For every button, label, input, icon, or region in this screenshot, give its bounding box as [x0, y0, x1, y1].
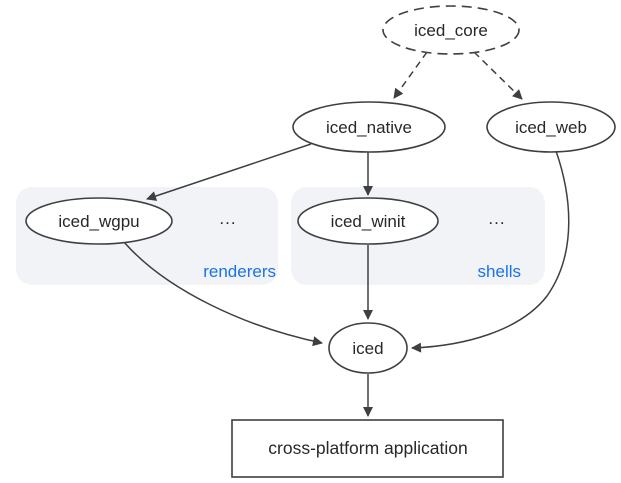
node-cross-platform-application-label: cross-platform application	[268, 438, 467, 458]
node-iced-web-label: iced_web	[515, 118, 587, 137]
node-iced-label: iced	[352, 339, 383, 358]
node-iced-core: iced_core	[382, 5, 520, 55]
node-iced-wgpu-label: iced_wgpu	[58, 212, 139, 231]
group-shells-label: shells	[478, 262, 521, 281]
edge-iced-web-to-iced	[411, 150, 570, 353]
group-renderers-ellipsis: ...	[219, 209, 236, 228]
node-iced-native-label: iced_native	[326, 118, 412, 137]
node-iced-native: iced_native	[292, 101, 446, 153]
node-iced-winit: iced_winit	[297, 197, 439, 245]
node-iced-ellipse	[328, 322, 408, 374]
node-iced-native-ellipse	[292, 101, 446, 153]
edge-iced-wgpu-to-iced	[123, 241, 323, 347]
group-shells-ellipsis: ...	[488, 209, 505, 228]
node-cross-platform-application-rect	[231, 419, 504, 478]
node-iced-winit-label: iced_winit	[331, 212, 406, 231]
edge-iced-core-to-iced-web	[473, 51, 523, 100]
node-iced-winit-ellipse	[297, 197, 439, 245]
node-iced: iced	[328, 322, 408, 374]
node-iced-web: iced_web	[486, 101, 616, 153]
node-iced-core-label: iced_core	[414, 21, 488, 40]
node-iced-core-ellipse	[382, 5, 520, 55]
edge-iced-native-to-iced-wgpu	[146, 143, 312, 201]
edge-iced-core-to-iced-native	[393, 51, 428, 99]
node-iced-wgpu: iced_wgpu	[25, 197, 173, 245]
node-cross-platform-application: cross-platform application	[231, 419, 504, 478]
node-iced-web-ellipse	[486, 101, 616, 153]
group-renderers-label: renderers	[203, 262, 276, 281]
node-iced-wgpu-ellipse	[25, 197, 173, 245]
